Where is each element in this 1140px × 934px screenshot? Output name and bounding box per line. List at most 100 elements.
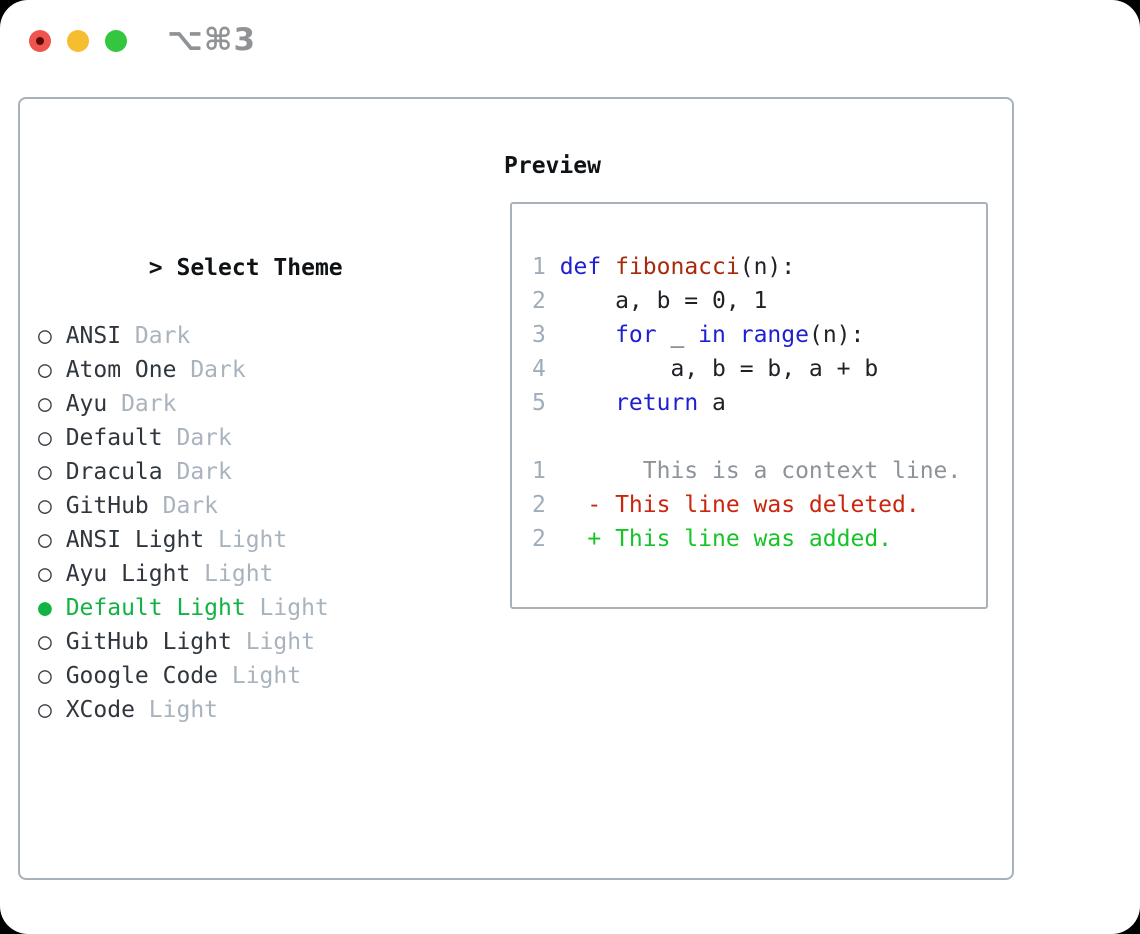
line-number: 2: [532, 288, 546, 314]
close-button[interactable]: [29, 30, 51, 52]
theme-option-ansi-dark[interactable]: ○ ANSI Dark: [38, 319, 426, 353]
code-segment: range: [739, 322, 809, 348]
code-segment: [601, 254, 615, 280]
code-segment: - This line was deleted.: [559, 492, 920, 518]
code-segment: a, b = b, a + b: [559, 356, 879, 382]
theme-name: Ayu: [65, 391, 108, 417]
code-segment: a: [698, 390, 726, 416]
code-line: 3 for _ in range(n):: [532, 318, 961, 352]
theme-name: Atom One: [65, 357, 177, 383]
code-segment: return: [615, 390, 699, 416]
line-number: 3: [532, 322, 546, 348]
line-number: 2: [532, 526, 546, 552]
radio-icon: ○: [38, 323, 52, 349]
window-title: ⌥⌘3: [167, 22, 257, 58]
theme-name: XCode: [65, 697, 135, 723]
code-segment: + This line was added.: [559, 526, 893, 552]
maximize-button[interactable]: [105, 30, 127, 52]
line-number: 5: [532, 390, 546, 416]
code-line: 2 + This line was added.: [532, 522, 961, 556]
radio-icon: ○: [38, 493, 52, 519]
theme-option-dracula-dark[interactable]: ○ Dracula Dark: [38, 455, 426, 489]
code-line: 1 This is a context line.: [532, 454, 961, 488]
radio-icon: ○: [38, 561, 52, 587]
theme-name: Dracula: [65, 459, 163, 485]
code-line: 1 def fibonacci(n):: [532, 250, 961, 284]
theme-option-default-light-light[interactable]: ● Default Light Light: [38, 591, 426, 625]
apply-to-header: Apply To: [38, 897, 426, 931]
theme-variant: Dark: [121, 391, 177, 417]
theme-option-atom-one-dark[interactable]: ○ Atom One Dark: [38, 353, 426, 387]
theme-name: Google Code: [65, 663, 219, 689]
preview-title: Preview: [504, 153, 601, 179]
select-theme-header: > Select Theme: [38, 217, 426, 281]
line-number: 1: [532, 458, 546, 484]
theme-name: Default Light: [65, 595, 246, 621]
radio-icon: ○: [38, 425, 52, 451]
radio-icon: ○: [38, 459, 52, 485]
traffic-lights: [29, 30, 127, 52]
radio-selected-icon: ●: [38, 595, 52, 621]
theme-option-ansi-light-light[interactable]: ○ ANSI Light Light: [38, 523, 426, 557]
theme-name: ANSI: [65, 323, 122, 349]
select-theme-title: Select Theme: [176, 255, 343, 281]
code-line: 2 a, b = 0, 1: [532, 284, 961, 318]
theme-name: GitHub: [65, 493, 149, 519]
code-segment: in: [698, 322, 726, 348]
line-number: 1: [532, 254, 546, 280]
code-segment: a, b = 0, 1: [559, 288, 768, 314]
code-segment: [560, 322, 615, 348]
code-segment: _: [656, 322, 699, 348]
theme-option-ayu-light-light[interactable]: ○ Ayu Light Light: [38, 557, 426, 591]
code-segment: for: [615, 322, 657, 348]
minimize-button[interactable]: [67, 30, 89, 52]
radio-icon: ○: [38, 629, 52, 655]
theme-option-github-dark[interactable]: ○ GitHub Dark: [38, 489, 426, 523]
theme-variant: Light: [218, 527, 288, 553]
code-segment: (n):: [739, 254, 796, 280]
line-number: 4: [532, 356, 546, 382]
theme-option-google-code-light[interactable]: ○ Google Code Light: [38, 659, 426, 693]
radio-icon: ○: [38, 391, 52, 417]
radio-icon: ○: [38, 357, 52, 383]
theme-variant: Light: [231, 663, 302, 689]
theme-option-ayu-dark[interactable]: ○ Ayu Dark: [38, 387, 426, 421]
code-segment: (n):: [808, 322, 865, 348]
radio-icon: ○: [38, 663, 52, 689]
theme-variant: Dark: [190, 357, 246, 383]
theme-variant: Light: [204, 561, 274, 587]
code-segment: [560, 390, 615, 416]
theme-variant: Dark: [176, 425, 232, 451]
code-segment: [726, 322, 740, 348]
code-segment: def: [559, 254, 602, 280]
theme-variant: Light: [245, 629, 315, 655]
theme-variant: Light: [148, 697, 219, 723]
theme-name: Ayu Light: [65, 561, 191, 587]
code-line: 2 - This line was deleted.: [532, 488, 961, 522]
code-line: 5 return a: [532, 386, 961, 420]
code-line: [532, 420, 961, 454]
theme-option-default-dark[interactable]: ○ Default Dark: [38, 421, 426, 455]
spacer: [38, 795, 426, 829]
theme-name: Default: [65, 425, 163, 451]
code-segment: fibonacci: [615, 254, 740, 280]
focus-caret-icon: >: [148, 255, 163, 281]
line-number: 2: [532, 492, 546, 518]
radio-icon: ○: [38, 697, 52, 723]
radio-icon: ○: [38, 527, 52, 553]
theme-variant: Dark: [176, 459, 232, 485]
code-segment: This is a context line.: [559, 458, 962, 484]
theme-option-xcode-light[interactable]: ○ XCode Light: [38, 693, 426, 727]
theme-variant: Dark: [162, 493, 219, 519]
theme-variant: Dark: [134, 323, 191, 349]
code-line: 4 a, b = b, a + b: [532, 352, 961, 386]
theme-name: ANSI Light: [65, 527, 205, 553]
theme-variant: Light: [259, 595, 329, 621]
